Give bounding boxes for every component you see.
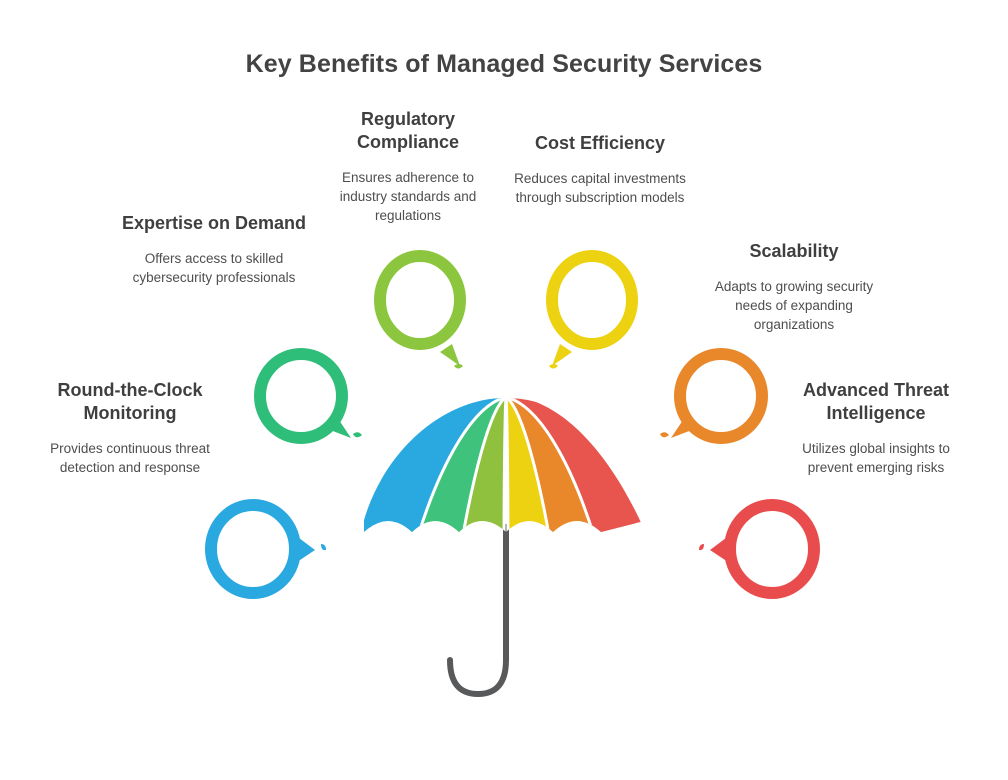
icon-ring-advanced-threat-intelligence	[692, 498, 822, 600]
page-title: Key Benefits of Managed Security Service…	[245, 50, 763, 78]
umbrella-canopy	[364, 398, 648, 532]
benefit-block-cost-efficiency: Cost Efficiency Reduces capital investme…	[510, 132, 690, 207]
benefit-heading: Advanced Threat Intelligence	[802, 380, 950, 424]
benefit-heading: Cost Efficiency	[534, 133, 666, 153]
benefit-heading: Round-the-Clock Monitoring	[57, 380, 203, 424]
benefit-description: Adapts to growing security needs of expa…	[714, 279, 874, 333]
icon-ring-scalability	[653, 348, 771, 458]
speech-bubble-ring-icon	[254, 348, 362, 444]
speech-bubble-ring-icon	[546, 250, 638, 369]
benefit-block-round-the-clock-monitoring: Round-the-Clock Monitoring Provides cont…	[30, 379, 230, 477]
umbrella-panels-final	[364, 398, 648, 532]
umbrella-seams	[408, 398, 604, 532]
icon-ring-round-the-clock-monitoring	[203, 498, 333, 600]
umbrella-icon	[350, 392, 662, 722]
icon-ring-expertise-on-demand	[251, 348, 369, 458]
benefit-description: Utilizes global insights to prevent emer…	[802, 441, 950, 476]
icon-ring-regulatory-compliance	[370, 248, 478, 376]
speech-bubble-ring-icon	[374, 250, 466, 369]
benefit-heading: Scalability	[749, 241, 839, 261]
benefit-heading: Regulatory Compliance	[356, 109, 460, 153]
benefit-block-scalability: Scalability Adapts to growing security n…	[700, 240, 888, 335]
benefit-block-regulatory-compliance: Regulatory Compliance Ensures adherence …	[318, 108, 498, 226]
benefit-description: Ensures adherence to industry standards …	[339, 170, 477, 224]
benefit-description: Provides continuous threat detection and…	[50, 441, 210, 476]
benefit-heading: Expertise on Demand	[121, 213, 307, 233]
benefit-block-advanced-threat-intelligence: Advanced Threat Intelligence Utilizes gl…	[778, 379, 974, 477]
speech-bubble-ring-icon	[205, 499, 326, 599]
benefit-description: Reduces capital investments through subs…	[514, 171, 686, 206]
umbrella-handle	[447, 524, 509, 698]
icon-ring-cost-efficiency	[534, 248, 642, 376]
speech-bubble-ring-icon	[699, 499, 820, 599]
benefit-description: Offers access to skilled cybersecurity p…	[132, 251, 296, 286]
speech-bubble-ring-icon	[660, 348, 768, 444]
benefit-block-expertise-on-demand: Expertise on Demand Offers access to ski…	[120, 212, 308, 287]
